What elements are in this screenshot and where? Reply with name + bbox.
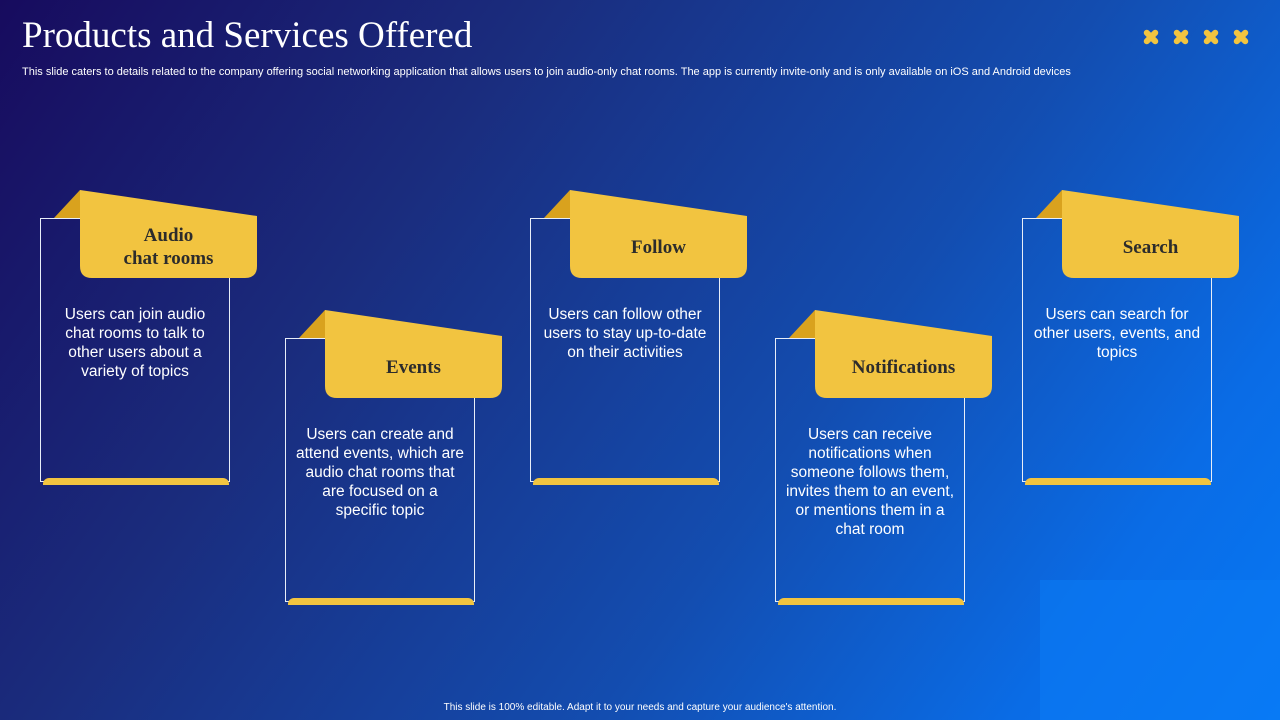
card-title: Follow: [631, 236, 686, 258]
banner-ribbon-icon: [299, 310, 502, 398]
x-mark-icon: [1140, 26, 1162, 48]
service-card-search: Search Users can search for other users,…: [1022, 190, 1242, 485]
x-marks-decoration: [1140, 26, 1260, 52]
banner-ribbon-icon: [54, 190, 257, 278]
banner-ribbon-icon: [544, 190, 747, 278]
banner-ribbon-icon: [789, 310, 992, 398]
x-mark-icon: [1200, 26, 1222, 48]
service-card-follow: Follow Users can follow other users to s…: [530, 190, 750, 485]
page-title: Products and Services Offered: [22, 15, 473, 56]
card-description: Users can join audio chat rooms to talk …: [64, 306, 206, 380]
card-title: Search: [1122, 236, 1179, 258]
card-bottom-bar: [43, 478, 229, 485]
service-card-audio-chat-rooms: Audio chat rooms Users can join audio ch…: [40, 190, 260, 485]
card-title: Events: [386, 356, 441, 378]
card-description: Users can follow other users to stay up-…: [543, 306, 707, 361]
card-bottom-bar: [1025, 478, 1211, 485]
card-description: Users can create and attend events, whic…: [295, 426, 465, 519]
background-glow: [1040, 580, 1280, 720]
card-description: Users can receive notifications when som…: [785, 426, 954, 538]
service-card-notifications: Notifications Users can receive notifica…: [775, 310, 995, 605]
card-title: Audio chat rooms: [123, 225, 214, 269]
x-mark-icon: [1170, 26, 1192, 48]
page-subtitle: This slide caters to details related to …: [22, 66, 1071, 78]
card-bottom-bar: [288, 598, 474, 605]
card-description: Users can search for other users, events…: [1033, 306, 1201, 361]
footer-note: This slide is 100% editable. Adapt it to…: [443, 702, 837, 713]
banner-ribbon-icon: [1036, 190, 1239, 278]
card-bottom-bar: [778, 598, 964, 605]
card-bottom-bar: [533, 478, 719, 485]
service-card-events: Events Users can create and attend event…: [285, 310, 505, 605]
x-mark-icon: [1230, 26, 1252, 48]
card-title: Notifications: [851, 356, 956, 378]
